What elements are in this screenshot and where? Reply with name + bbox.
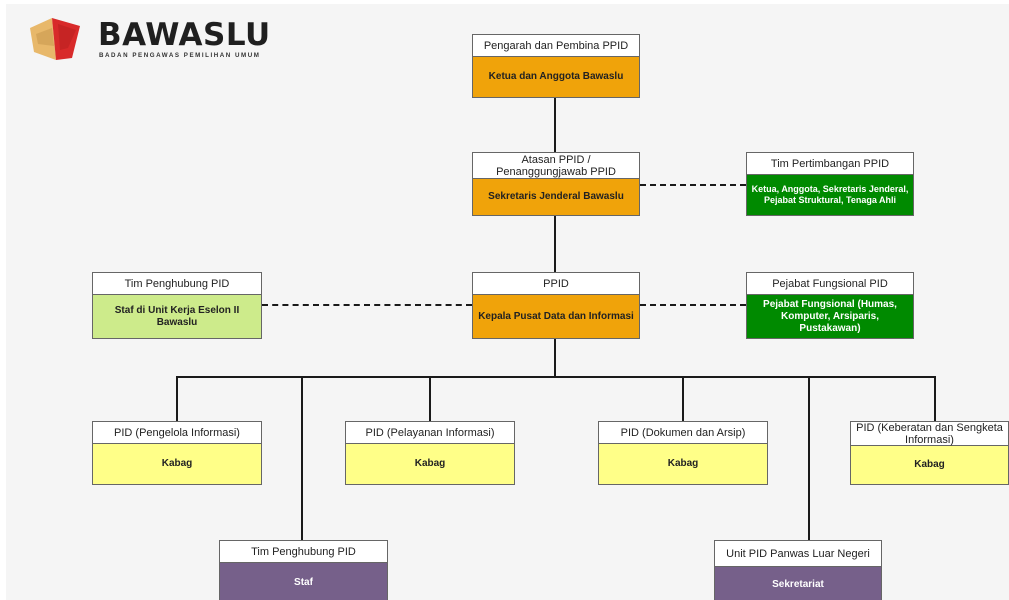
node-penghubung-top-title: Tim Penghubung PID — [93, 273, 261, 295]
drop-dokumen — [682, 376, 684, 421]
node-pengarah: Pengarah dan Pembina PPID Ketua dan Angg… — [472, 34, 640, 98]
node-pelayanan: PID (Pelayanan Informasi) Kabag — [345, 421, 515, 485]
drop-keberatan — [934, 376, 936, 421]
horizontal-bus — [176, 376, 936, 378]
connector-pengarah-atasan — [554, 98, 556, 156]
node-fungsional-body: Pejabat Fungsional (Humas, Komputer, Ars… — [747, 295, 913, 338]
drop-pengelola — [176, 376, 178, 421]
dashed-connector-penghubung — [262, 304, 472, 306]
node-dokumen: PID (Dokumen dan Arsip) Kabag — [598, 421, 768, 485]
node-pertimbangan: Tim Pertimbangan PPID Ketua, Anggota, Se… — [746, 152, 914, 216]
connector-ppid-bus — [554, 339, 556, 377]
node-keberatan-body: Kabag — [851, 446, 1008, 484]
node-dokumen-title: PID (Dokumen dan Arsip) — [599, 422, 767, 444]
node-penghubung-bottom-body: Staf — [220, 563, 387, 600]
bawaslu-emblem-icon — [30, 18, 80, 60]
node-penghubung-bottom: Tim Penghubung PID Staf — [219, 540, 388, 600]
node-pengelola: PID (Pengelola Informasi) Kabag — [92, 421, 262, 485]
logo-wordmark: BAWASLU — [98, 17, 271, 53]
connector-atasan-ppid — [554, 216, 556, 276]
drop-pelayanan — [429, 376, 431, 421]
dashed-connector-fungsional — [640, 304, 746, 306]
node-atasan-title: Atasan PPID / Penanggungjawab PPID — [473, 153, 639, 179]
node-fungsional-title: Pejabat Fungsional PID — [747, 273, 913, 295]
node-ppid: PPID Kepala Pusat Data dan Informasi — [472, 272, 640, 339]
node-pengelola-body: Kabag — [93, 444, 261, 484]
drop-panwas — [808, 376, 810, 541]
node-pengarah-title: Pengarah dan Pembina PPID — [473, 35, 639, 57]
dashed-connector-pertimbangan — [640, 184, 746, 186]
node-atasan: Atasan PPID / Penanggungjawab PPID Sekre… — [472, 152, 640, 216]
logo-tagline: BADAN PENGAWAS PEMILIHAN UMUM — [99, 52, 261, 59]
node-fungsional: Pejabat Fungsional PID Pejabat Fungsiona… — [746, 272, 914, 339]
node-ppid-title: PPID — [473, 273, 639, 295]
drop-penghubung-bottom — [301, 376, 303, 541]
node-penghubung-top-body: Staf di Unit Kerja Eselon II Bawaslu — [93, 295, 261, 338]
node-pengarah-body: Ketua dan Anggota Bawaslu — [473, 57, 639, 97]
node-penghubung-bottom-title: Tim Penghubung PID — [220, 541, 387, 563]
node-dokumen-body: Kabag — [599, 444, 767, 484]
node-pelayanan-title: PID (Pelayanan Informasi) — [346, 422, 514, 444]
node-penghubung-top: Tim Penghubung PID Staf di Unit Kerja Es… — [92, 272, 262, 339]
node-pelayanan-body: Kabag — [346, 444, 514, 484]
node-panwas-title: Unit PID Panwas Luar Negeri — [715, 541, 881, 567]
node-atasan-body: Sekretaris Jenderal Bawaslu — [473, 179, 639, 215]
node-ppid-body: Kepala Pusat Data dan Informasi — [473, 295, 639, 338]
node-pertimbangan-body: Ketua, Anggota, Sekretaris Jenderal, Pej… — [747, 175, 913, 215]
org-chart-canvas: BAWASLU BADAN PENGAWAS PEMILIHAN UMUM Pe… — [6, 4, 1009, 600]
node-panwas: Unit PID Panwas Luar Negeri Sekretariat — [714, 540, 882, 600]
node-keberatan: PID (Keberatan dan Sengketa Informasi) K… — [850, 421, 1009, 485]
node-pengelola-title: PID (Pengelola Informasi) — [93, 422, 261, 444]
node-panwas-body: Sekretariat — [715, 567, 881, 600]
node-keberatan-title: PID (Keberatan dan Sengketa Informasi) — [851, 422, 1008, 446]
node-pertimbangan-title: Tim Pertimbangan PPID — [747, 153, 913, 175]
bawaslu-logo: BAWASLU BADAN PENGAWAS PEMILIHAN UMUM — [28, 14, 288, 66]
